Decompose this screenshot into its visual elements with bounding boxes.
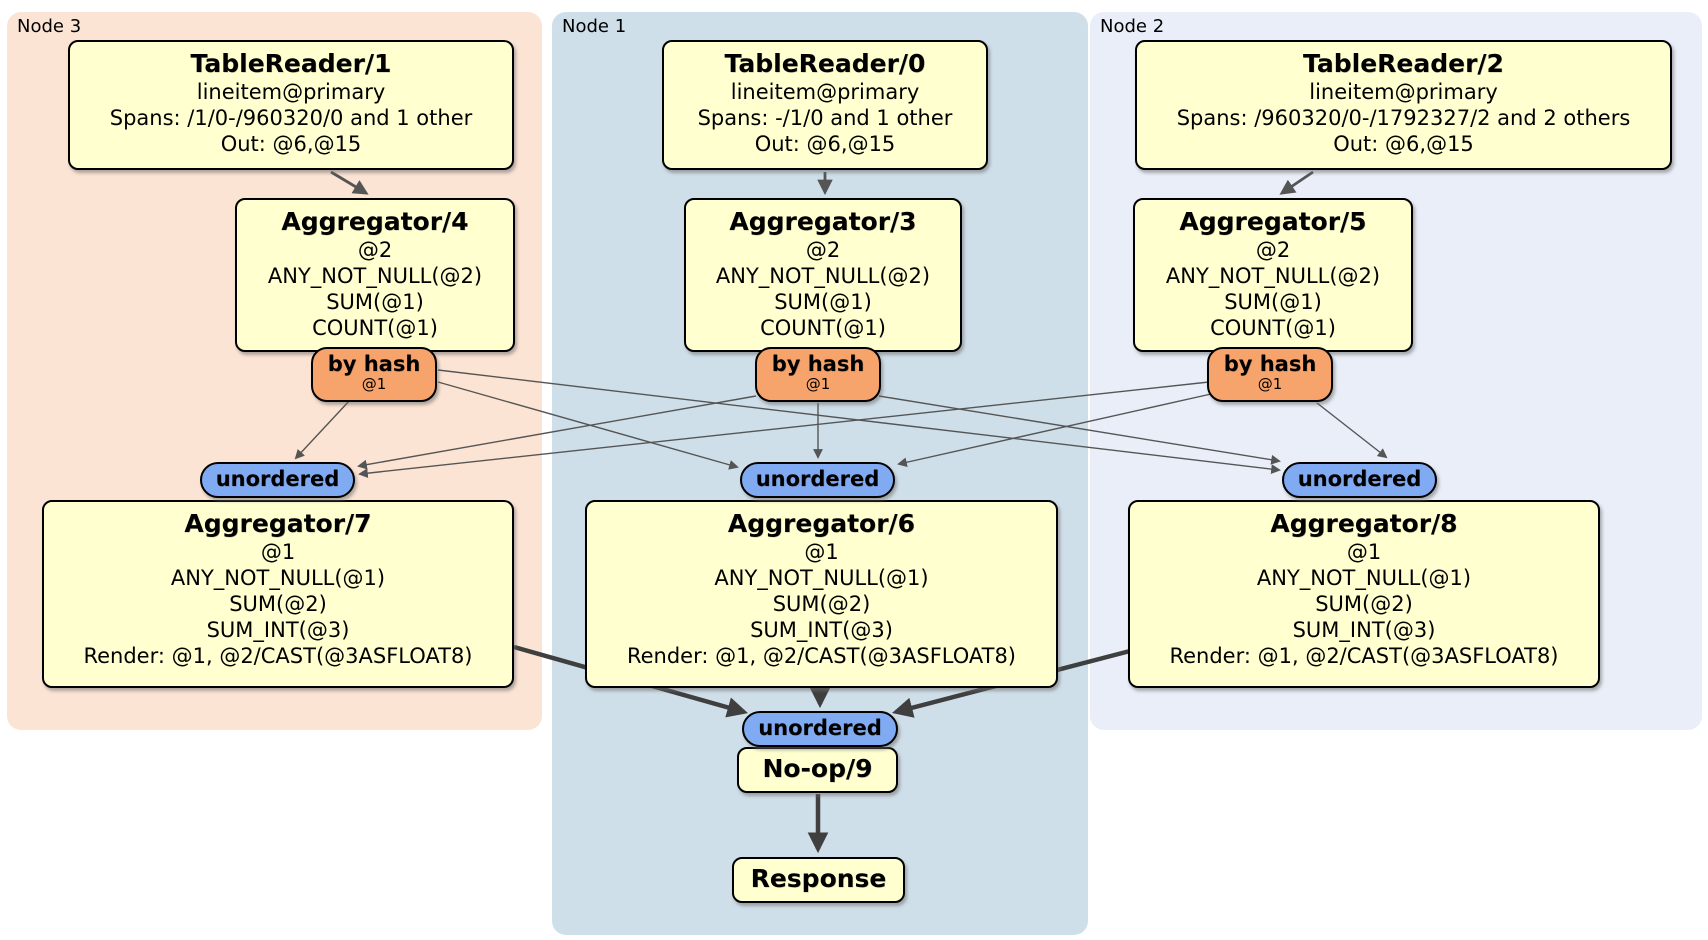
processor-detail: @1 (804, 540, 839, 564)
processor-detail: ANY_NOT_NULL(@1) (170, 566, 386, 590)
processor-title: Aggregator/5 (1179, 207, 1367, 236)
router-by-hash-1: by hash @1 (311, 347, 437, 402)
processor-detail: @2 (357, 238, 393, 262)
processor-detail: COUNT(@1) (760, 316, 886, 340)
edge-byhash2-unordered1 (357, 395, 757, 470)
sync-unordered-3: unordered (1282, 462, 1437, 498)
processor-aggregator-7: Aggregator/7 @1 ANY_NOT_NULL(@1) SUM(@2)… (42, 500, 514, 688)
processor-aggregator-8: Aggregator/8 @1 ANY_NOT_NULL(@1) SUM(@2)… (1128, 500, 1600, 688)
router-label: by hash (327, 352, 421, 376)
processor-detail: SUM(@1) (1224, 290, 1322, 314)
edge-byhash1-unordered1 (294, 398, 352, 460)
node3-label: Node 3 (17, 16, 82, 37)
processor-detail: Out: @6,@15 (1333, 132, 1474, 156)
router-by-hash-3: by hash @1 (1207, 347, 1333, 402)
processor-detail: lineitem@primary (1309, 80, 1498, 104)
processor-detail: Render: @1, @2/CAST(@3ASFLOAT8) (1169, 644, 1559, 668)
processor-detail: ANY_NOT_NULL(@2) (1165, 264, 1381, 288)
edge-tablereader1-aggregator4 (330, 170, 369, 195)
processor-detail: SUM_INT(@3) (1292, 618, 1436, 642)
edge-byhash3-unordered2 (897, 393, 1212, 468)
processor-aggregator-4: Aggregator/4 @2 ANY_NOT_NULL(@2) SUM(@1)… (235, 198, 515, 352)
processor-detail: Spans: /1/0-/960320/0 and 1 other (109, 106, 473, 130)
processor-detail: Spans: -/1/0 and 1 other (697, 106, 953, 130)
processor-detail: SUM_INT(@3) (750, 618, 893, 642)
processor-aggregator-6: Aggregator/6 @1 ANY_NOT_NULL(@1) SUM(@2)… (585, 500, 1058, 688)
processor-title: Aggregator/8 (1270, 509, 1458, 538)
processor-detail: SUM(@1) (326, 290, 424, 314)
processor-detail: ANY_NOT_NULL(@1) (1256, 566, 1472, 590)
processor-detail: @1 (1346, 540, 1382, 564)
processor-tablereader-1: TableReader/1 lineitem@primary Spans: /1… (68, 40, 514, 170)
router-label: by hash (1223, 352, 1317, 376)
processor-title: Aggregator/4 (281, 207, 469, 236)
router-key: @1 (805, 375, 831, 393)
processor-tablereader-2: TableReader/2 lineitem@primary Spans: /9… (1135, 40, 1672, 170)
processor-title: Aggregator/3 (729, 207, 917, 236)
processor-detail: ANY_NOT_NULL(@2) (267, 264, 483, 288)
edge-byhash1-unordered2 (437, 381, 739, 470)
router-by-hash-2: by hash @1 (755, 347, 881, 402)
processor-detail: Render: @1, @2/CAST(@3ASFLOAT8) (83, 644, 473, 668)
processor-detail: @2 (805, 238, 841, 262)
node2-label: Node 2 (1100, 16, 1165, 37)
processor-detail: SUM(@1) (774, 290, 872, 314)
processor-title: TableReader/1 (190, 49, 392, 78)
processor-detail: Spans: /960320/0-/1792327/2 and 2 others (1176, 106, 1631, 130)
processor-detail: SUM(@2) (772, 592, 871, 616)
processor-detail: SUM(@2) (1315, 592, 1413, 616)
edge-tablereader2-aggregator5 (1279, 170, 1314, 195)
processor-detail: lineitem@primary (730, 80, 920, 104)
processor-detail: SUM(@2) (229, 592, 327, 616)
processor-detail: @1 (260, 540, 296, 564)
edge-byhash3-unordered3 (1316, 402, 1388, 459)
processor-title: TableReader/0 (724, 49, 926, 78)
node1-label: Node 1 (562, 16, 627, 37)
processor-title: Aggregator/6 (727, 509, 916, 538)
processor-detail: Render: @1, @2/CAST(@3ASFLOAT8) (626, 644, 1017, 668)
edge-byhash3-unordered1 (358, 381, 1210, 479)
processor-detail: ANY_NOT_NULL(@1) (714, 566, 929, 590)
processor-detail: lineitem@primary (196, 80, 386, 104)
processor-title: TableReader/2 (1303, 49, 1504, 78)
response-box: Response (732, 857, 905, 903)
processor-detail: COUNT(@1) (1210, 316, 1336, 340)
processor-detail: SUM_INT(@3) (206, 618, 350, 642)
processor-title: No-op/9 (762, 754, 873, 783)
processor-detail: Out: @6,@15 (220, 132, 362, 156)
processor-detail: @2 (1255, 238, 1291, 262)
processor-aggregator-3: Aggregator/3 @2 ANY_NOT_NULL(@2) SUM(@1)… (684, 198, 962, 352)
processor-detail: Out: @6,@15 (754, 132, 896, 156)
router-label: by hash (771, 352, 865, 376)
processor-title: Response (750, 864, 887, 893)
sync-unordered-2: unordered (740, 462, 895, 498)
sync-unordered-final: unordered (742, 711, 898, 747)
sync-unordered-1: unordered (200, 462, 355, 498)
router-key: @1 (361, 375, 387, 393)
processor-title: Aggregator/7 (184, 509, 372, 538)
processor-detail: COUNT(@1) (312, 316, 438, 340)
processor-noop-9: No-op/9 (737, 747, 898, 793)
router-key: @1 (1257, 375, 1283, 393)
processor-detail: ANY_NOT_NULL(@2) (715, 264, 931, 288)
processor-tablereader-0: TableReader/0 lineitem@primary Spans: -/… (662, 40, 988, 170)
edge-byhash2-unordered3 (878, 395, 1281, 465)
processor-aggregator-5: Aggregator/5 @2 ANY_NOT_NULL(@2) SUM(@1)… (1133, 198, 1413, 352)
